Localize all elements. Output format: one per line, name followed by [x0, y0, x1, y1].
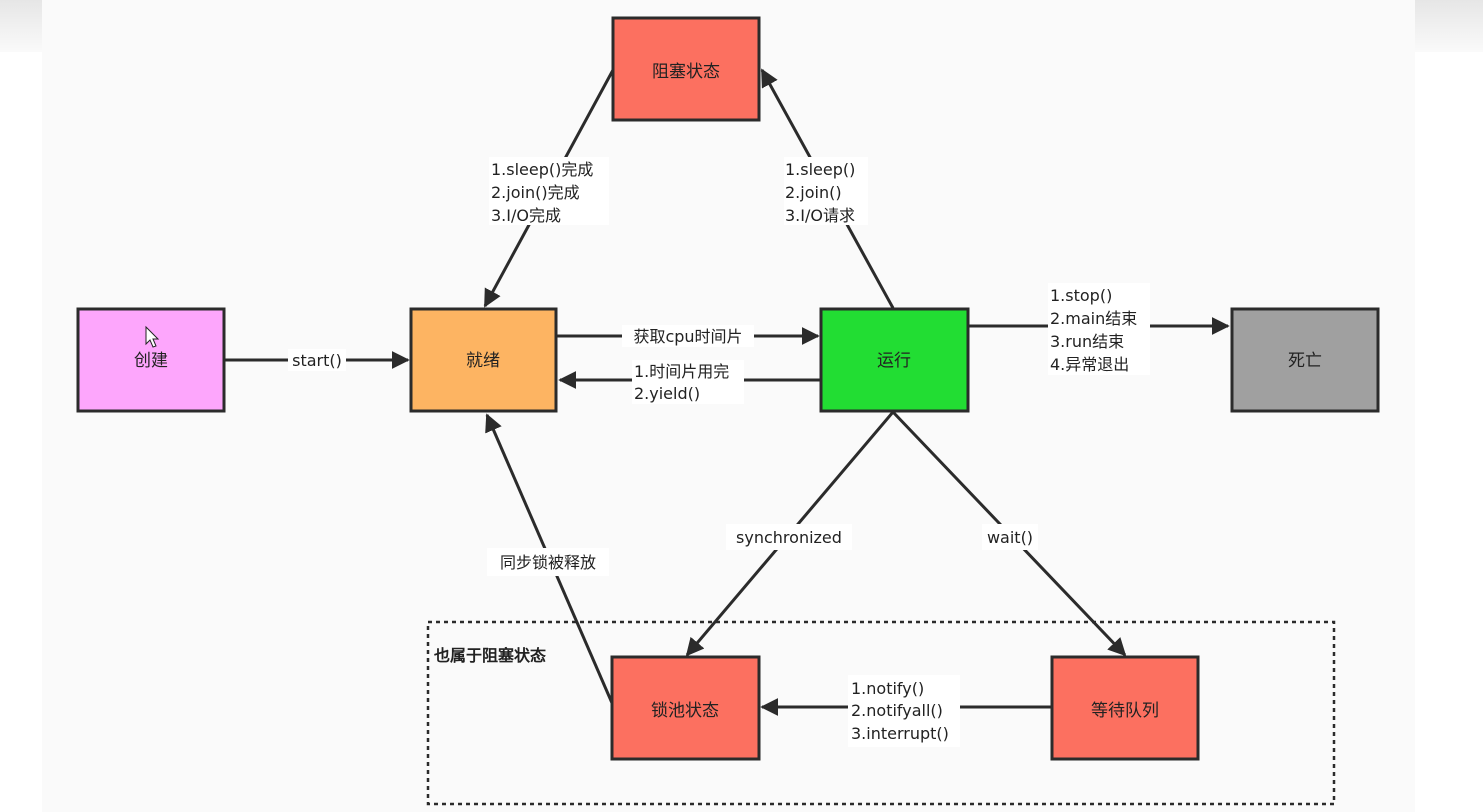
label-timeslice-done: 1.时间片用完 2.yield() [634, 362, 734, 403]
node-lock-pool: 锁池状态 [610, 655, 761, 761]
label-notify-line1: 1.notify() [851, 679, 924, 698]
node-running-label: 运行 [877, 351, 911, 371]
node-create: 创建 [76, 307, 226, 413]
label-from-blocked-line2: 2.join()完成 [491, 183, 580, 202]
node-wait-queue-label: 等待队列 [1091, 701, 1159, 721]
node-wait-queue: 等待队列 [1050, 655, 1200, 761]
label-notify: 1.notify() 2.notifyall() 3.interrupt() [851, 679, 949, 743]
label-to-blocked: 1.sleep() 2.join() 3.I/O请求 [785, 160, 860, 225]
label-lock-released: 同步锁被释放 [500, 553, 596, 572]
node-create-label: 创建 [134, 351, 168, 371]
node-running: 运行 [819, 307, 970, 413]
node-lock-pool-label: 锁池状态 [651, 701, 719, 721]
label-from-blocked-line3: 3.I/O完成 [491, 206, 561, 225]
label-to-dead-line2: 2.main结束 [1050, 309, 1137, 328]
mouse-cursor-icon [145, 325, 160, 348]
label-to-dead: 1.stop() 2.main结束 3.run结束 4.异常退出 [1050, 286, 1142, 374]
label-to-dead-line3: 3.run结束 [1050, 332, 1124, 351]
label-acquire-cpu: 获取cpu时间片 [633, 327, 742, 346]
node-dead-label: 死亡 [1288, 351, 1322, 371]
label-start: start() [292, 351, 342, 370]
label-from-blocked: 1.sleep()完成 2.join()完成 3.I/O完成 [491, 160, 598, 225]
node-blocked: 阻塞状态 [611, 16, 761, 122]
label-synchronized: synchronized [736, 528, 842, 547]
node-ready-label: 就绪 [466, 351, 500, 371]
label-from-blocked-line1: 1.sleep()完成 [491, 160, 593, 179]
node-blocked-label: 阻塞状态 [652, 62, 720, 82]
node-dead: 死亡 [1230, 307, 1380, 413]
label-wait: wait() [987, 528, 1033, 547]
label-to-dead-line4: 4.异常退出 [1050, 355, 1129, 374]
label-to-blocked-line1: 1.sleep() [785, 160, 855, 179]
blocked-group-label: 也属于阻塞状态 [434, 646, 546, 665]
label-timeslice-line1: 1.时间片用完 [634, 362, 729, 381]
label-to-dead-line1: 1.stop() [1050, 286, 1112, 305]
label-notify-line3: 3.interrupt() [851, 724, 949, 743]
label-to-blocked-line2: 2.join() [785, 183, 842, 202]
label-notify-line2: 2.notifyall() [851, 701, 943, 720]
node-ready: 就绪 [409, 307, 558, 413]
label-timeslice-line2: 2.yield() [634, 384, 700, 403]
label-to-blocked-line3: 3.I/O请求 [785, 206, 855, 225]
